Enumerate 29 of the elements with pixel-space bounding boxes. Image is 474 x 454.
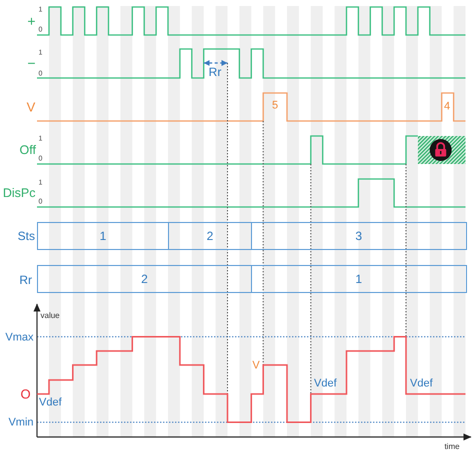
state-value: 3 [355,230,362,242]
level-label: Vdef [314,378,337,390]
duration-label: Rr [208,66,222,78]
state-value: 2 [141,273,148,285]
pulse-value: 4 [444,102,450,112]
level-label: O [20,388,31,400]
level-label: V [252,360,260,372]
state-value: 1 [355,273,362,285]
bus-segment [251,265,466,293]
bus-segment [37,222,169,250]
signal-name: − [27,56,36,70]
state-value: 1 [100,230,106,242]
row-name: Rr [19,274,32,286]
signal-name: V [26,100,36,114]
axis-label: time [444,442,460,450]
level-label: Vmin [8,417,34,428]
state-value: 2 [206,230,214,242]
signal-name: DisPc [2,186,36,200]
bus-segment [251,222,466,250]
pulse-value: 5 [272,100,278,112]
level-label: Vmax [5,332,34,343]
signal-name: + [27,14,36,28]
row-name: Sts [18,230,35,242]
bus-segment [37,265,252,293]
axis-label: value [40,312,60,320]
level-label: Vdef [410,378,433,390]
signal-name: Off [20,144,36,156]
bus-segment [168,222,252,250]
level-label: Vdef [39,398,62,408]
